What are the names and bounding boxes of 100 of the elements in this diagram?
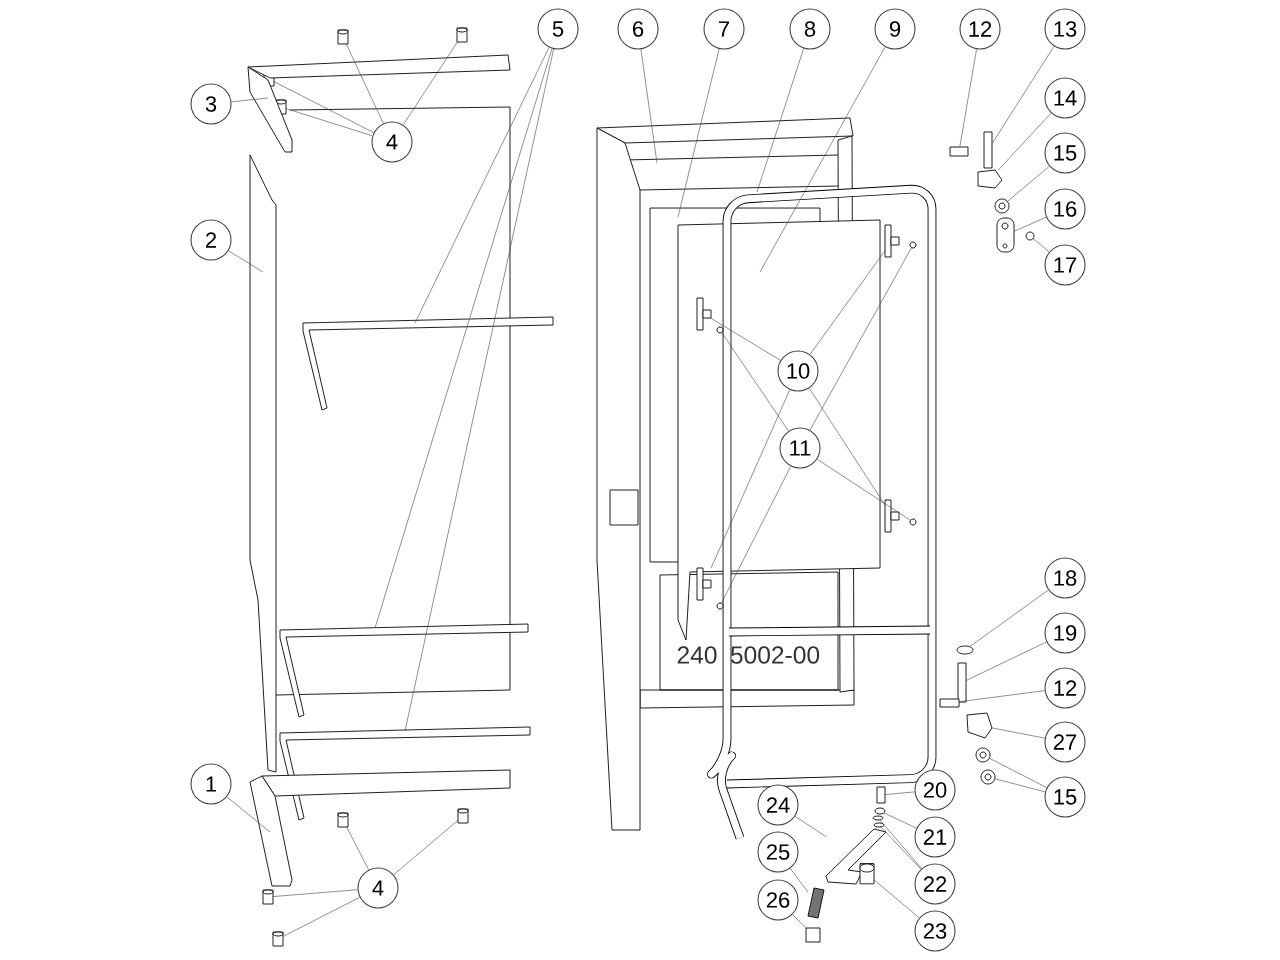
pin [939,698,960,708]
callout-number: 17 [1044,244,1086,286]
part-number: 5002-00 [730,646,820,664]
shelf-bar [279,623,529,718]
callout-number: 25 [757,831,799,873]
leader-line [958,690,1045,703]
leader-line [345,43,384,124]
callout-number: 9 [874,8,916,50]
leader-line [959,48,977,148]
leader-line [402,41,458,126]
leader-line [273,81,375,133]
screw [716,326,724,334]
callout-number: 10 [777,350,819,392]
hinge [966,712,993,739]
leader-line [226,796,271,833]
clip [805,927,821,943]
leader-line [789,868,809,893]
nut [975,747,991,763]
callout-number: 15 [1044,132,1086,174]
pin [949,146,969,157]
leader-line [991,46,1055,145]
callout-number: 3 [190,83,232,125]
corner-bracket [247,54,511,153]
washer [1025,231,1035,241]
callout-number: 14 [1044,77,1086,119]
callout-number: 1 [190,763,232,805]
pin [957,662,967,703]
leader-line [988,757,1048,788]
leader-line [809,247,912,431]
hinge [977,169,1003,189]
leader-line [808,387,886,506]
callout-number: 13 [1044,8,1086,50]
leader-line [998,112,1052,171]
callout-number: 12 [1044,667,1086,709]
leader-line [969,589,1049,648]
callout-number: 27 [1044,721,1086,763]
leader-line [710,317,781,361]
pin [983,131,993,169]
callout-number: 21 [914,816,956,858]
leader-line [873,879,920,919]
leader-line [994,778,1046,793]
callout-number: 19 [1044,612,1086,654]
leader-line [759,46,886,273]
leader-line [794,816,827,837]
leader-line [285,108,373,137]
leader-line [721,466,792,604]
leader-line [965,641,1047,681]
leader-line [640,49,658,164]
leader-line [884,791,915,795]
callout-number: 16 [1044,188,1086,230]
callout-number: 8 [789,8,831,50]
callout-number: 24 [757,784,799,826]
callout-number: 12 [959,8,1001,50]
nut [994,198,1010,214]
leader-line [374,48,553,629]
callout-number: 18 [1044,557,1086,599]
spring [807,887,825,919]
leader-line [1032,238,1050,253]
leader-line [809,250,886,355]
callout-number: 6 [617,8,659,50]
shelf-bar [302,316,554,411]
leader-line [710,389,791,569]
callout-number: 4 [357,867,399,909]
lever [825,828,887,885]
leader-line [1007,165,1050,202]
leader-line [880,826,922,870]
screw [716,602,724,610]
leader-line [404,48,554,732]
bushing [859,863,875,885]
screw [272,931,284,947]
nut [980,769,996,785]
leader-line [228,250,264,273]
leader-line [1013,216,1047,232]
callout-number: 26 [757,879,799,921]
leader-line [756,48,804,193]
leader-line [879,819,922,869]
leader-line [393,819,459,876]
callout-number: 20 [914,769,956,811]
leader-line [792,914,807,929]
callout-number: 15 [1044,776,1086,818]
screw [337,29,349,45]
callout-number: 2 [190,219,232,261]
callout-number: 23 [914,910,956,952]
hinge-plate [996,217,1015,253]
washer [956,645,974,655]
leader-line [231,97,269,103]
callout-number: 5 [537,8,579,50]
screw [456,27,468,43]
callout-number: 4 [371,121,413,163]
screw [262,889,274,905]
callout-number: 22 [914,863,956,905]
leader-line [272,889,358,897]
leader-line [677,48,720,218]
leader-line [721,332,789,432]
callout-number: 7 [703,8,745,50]
leader-line [282,897,361,937]
callout-number: 11 [779,427,821,469]
leader-line [883,812,917,829]
leader-line [346,826,369,871]
leader-line [816,458,911,521]
